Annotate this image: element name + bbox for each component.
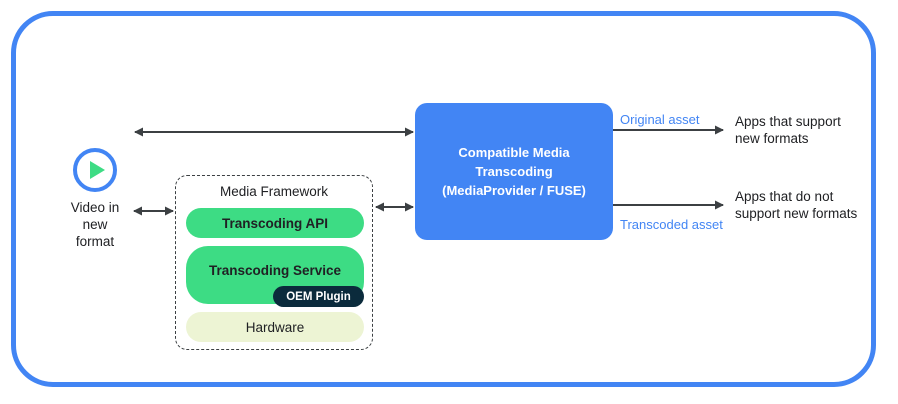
- media-framework-group: Media Framework Transcoding API Transcod…: [175, 175, 373, 350]
- oem-plugin-badge: OEM Plugin: [273, 286, 364, 307]
- media-framework-title: Media Framework: [219, 184, 329, 199]
- label-original-asset: Original asset: [620, 112, 700, 127]
- label-apps-that-do-not-support-new-formats: Apps that do not support new formats: [735, 189, 858, 221]
- layer-hardware: Hardware: [186, 312, 364, 342]
- video-source-group: Video in new format: [48, 148, 142, 250]
- label-apps-that-support-new-formats: Apps that support new formats: [735, 114, 841, 146]
- play-circle-icon: [73, 148, 117, 192]
- compatible-media-transcoding-box: Compatible Media Transcoding (MediaProvi…: [415, 103, 613, 240]
- outer-frame-border: [11, 11, 876, 387]
- layer-transcoding-api: Transcoding API: [186, 208, 364, 238]
- play-triangle-icon: [89, 161, 105, 179]
- video-source-caption: Video in new format: [70, 200, 120, 249]
- label-transcoded-asset: Transcoded asset: [620, 217, 723, 232]
